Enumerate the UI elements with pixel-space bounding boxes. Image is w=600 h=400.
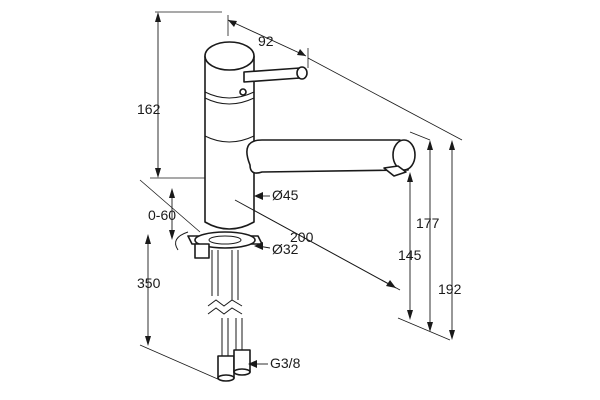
deck-mount [175,231,263,259]
dim-label-145: 145 [398,247,422,263]
dim-label-192: 192 [438,281,462,297]
dim-label-350: 350 [137,275,161,291]
dim-label-200: 200 [290,229,314,245]
lever-handle [243,66,308,83]
dim-label-diameter-32: Ø32 [272,241,299,257]
dim-label-g3-8: G3/8 [270,355,301,371]
dimension-lines [145,12,455,368]
supply-hoses [207,250,251,382]
spout [246,139,416,177]
dim-label-162: 162 [137,101,161,117]
dim-label-177: 177 [416,215,440,231]
dimension-labels: 92 162 Ø45 0-60 200 Ø32 145 177 192 350 … [137,33,462,371]
faucet-body [204,41,255,230]
dim-label-diameter-45: Ø45 [272,187,299,203]
dim-label-0-60: 0-60 [148,207,176,223]
dim-label-92: 92 [258,33,274,49]
